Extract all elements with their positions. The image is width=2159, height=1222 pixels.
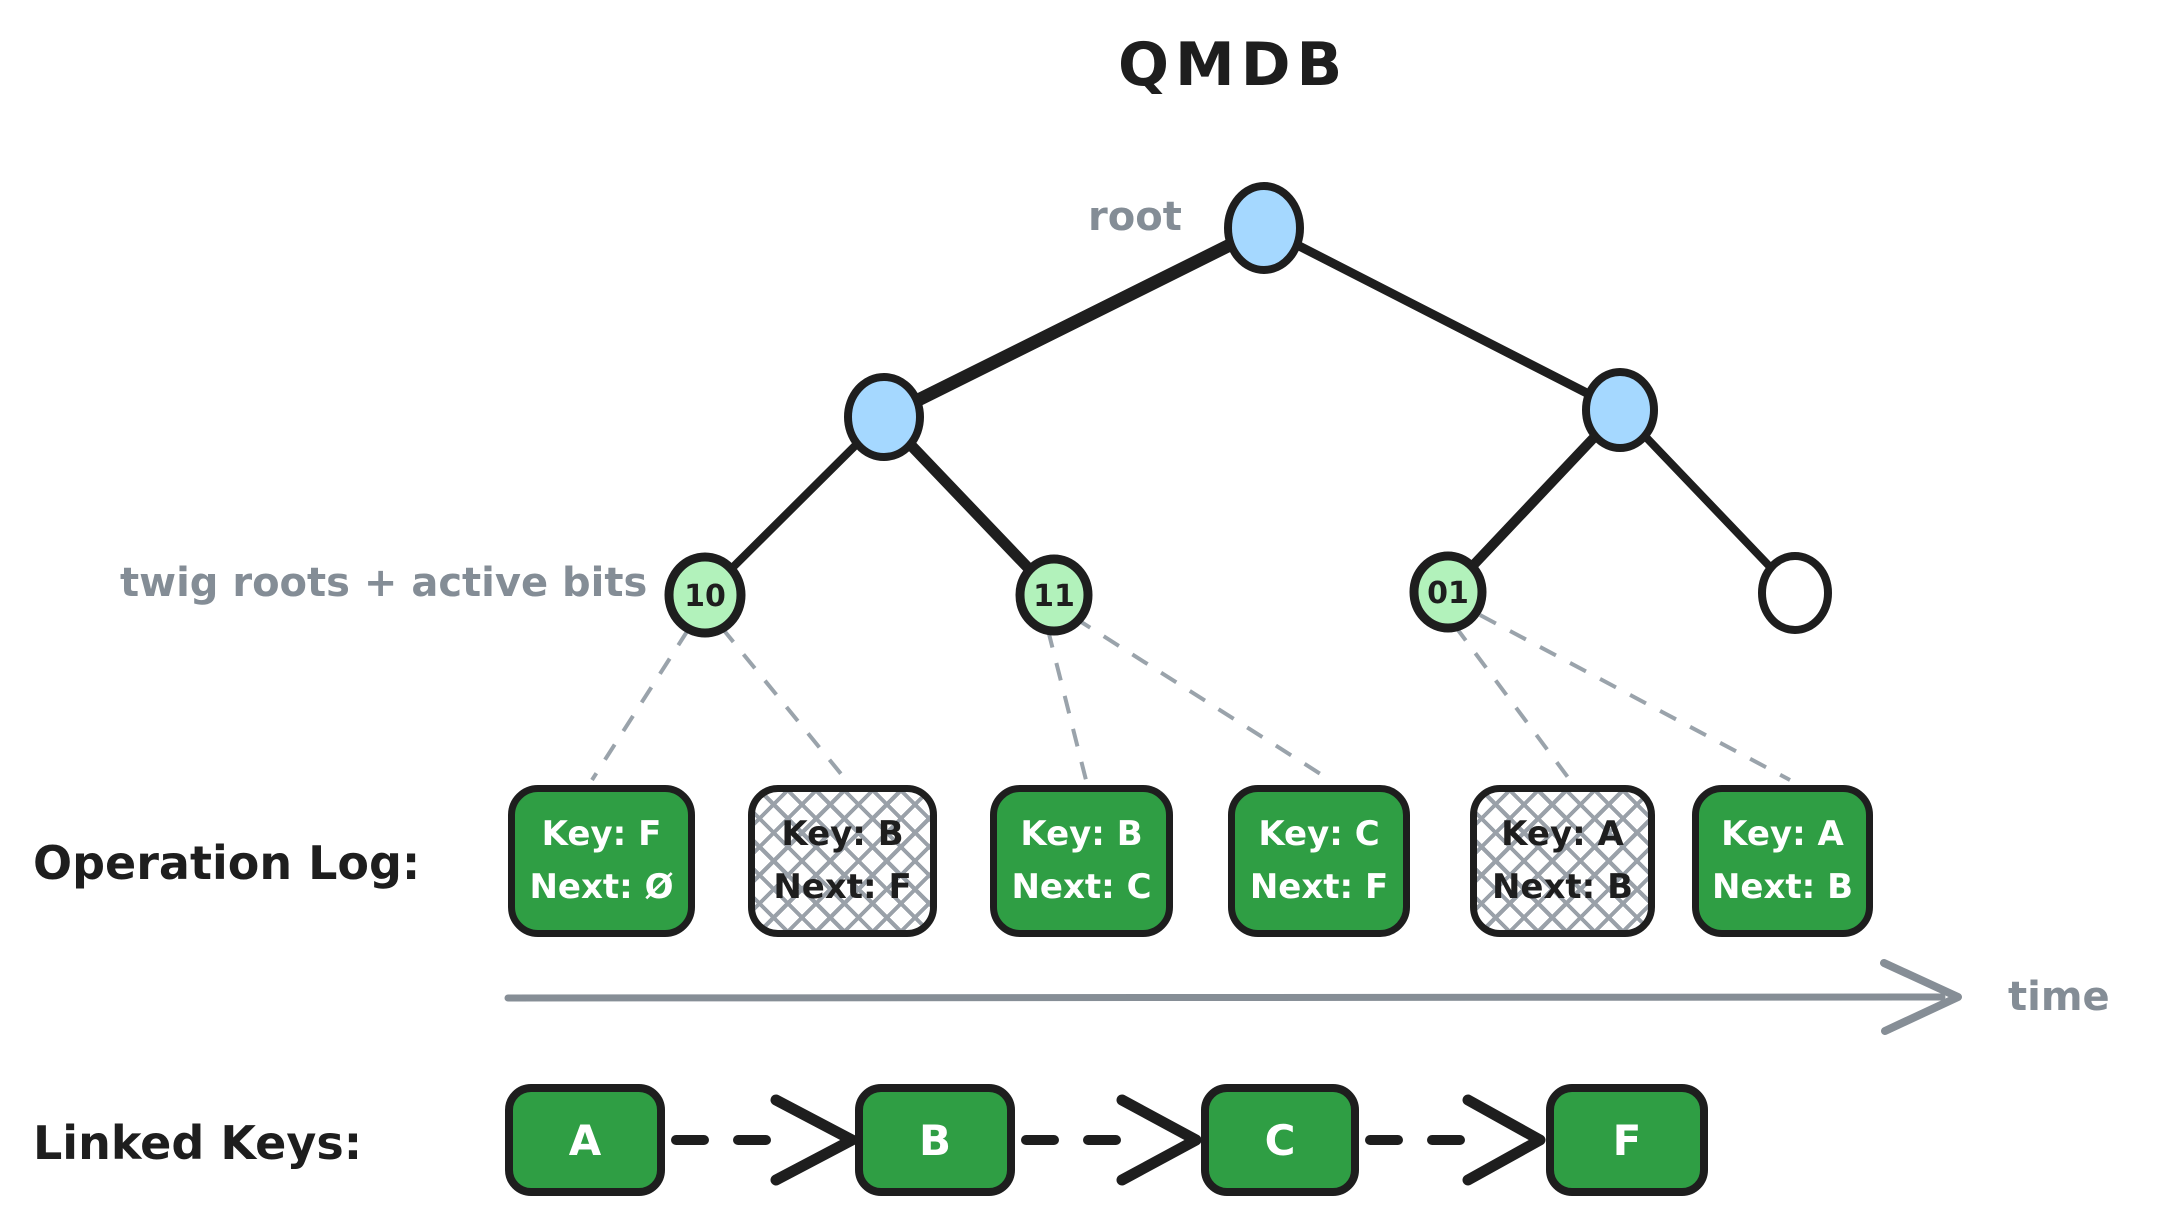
twig-label-10: 10 bbox=[684, 579, 726, 614]
edge-root-left bbox=[877, 221, 1271, 424]
edge-right-01 bbox=[1443, 405, 1625, 597]
connector-01-entry6 bbox=[1479, 613, 1791, 782]
twig-label-01: 01 bbox=[1427, 576, 1469, 611]
twig-roots-caption: twig roots + active bits bbox=[120, 560, 648, 606]
arrow-c-f-head bbox=[1462, 1094, 1546, 1186]
linked-key-label: F bbox=[1612, 1115, 1642, 1165]
oplog-entry: Key: B Next: F bbox=[748, 785, 937, 937]
oplog-entry-next: Next: B bbox=[1711, 867, 1854, 907]
oplog-entry: Key: F Next: Ø bbox=[508, 785, 695, 937]
linked-key-label: C bbox=[1264, 1115, 1296, 1165]
oplog-entry-next: Next: F bbox=[773, 867, 912, 907]
twig-node-10 bbox=[664, 552, 746, 638]
oplog-entry: Key: A Next: B bbox=[1470, 785, 1655, 937]
linked-key-label: A bbox=[568, 1115, 602, 1165]
linked-keys-label: Linked Keys: bbox=[33, 1116, 363, 1170]
connector-10-entry1 bbox=[590, 628, 690, 782]
twig-bit-labels: 10 11 01 bbox=[684, 576, 1469, 614]
oplog-entry-key: Key: F bbox=[541, 813, 662, 854]
oplog-entry: Key: C Next: F bbox=[1228, 785, 1410, 937]
connector-11-entry3 bbox=[1046, 629, 1088, 781]
edge-left-10 bbox=[701, 413, 888, 599]
root-node bbox=[1224, 182, 1304, 274]
connector-10-entry2 bbox=[720, 626, 848, 782]
page-title: QMDB bbox=[1118, 30, 1349, 100]
internal-node-right bbox=[1582, 368, 1658, 452]
time-label: time bbox=[2008, 974, 2110, 1020]
oplog-entry-next: Next: C bbox=[1011, 867, 1152, 907]
oplog-entry: Key: B Next: C bbox=[990, 785, 1173, 937]
linked-key-arrows bbox=[671, 1094, 1546, 1186]
arrow-a-b-head bbox=[770, 1094, 858, 1186]
arrow-b-c-head bbox=[1116, 1094, 1202, 1186]
linked-key-box: F bbox=[1546, 1084, 1708, 1196]
linked-key-label: B bbox=[918, 1115, 951, 1165]
linked-key-box: B bbox=[855, 1084, 1015, 1196]
twig-node-empty bbox=[1758, 552, 1832, 634]
oplog-entry-key: Key: A bbox=[1721, 813, 1844, 854]
twig-to-log-connectors bbox=[590, 613, 1791, 782]
oplog-entry-next: Next: F bbox=[1249, 867, 1389, 907]
time-arrow bbox=[504, 959, 1962, 1035]
oplog-entry: Key: A Next: B bbox=[1692, 785, 1873, 937]
oplog-entry-key: Key: B bbox=[781, 813, 904, 854]
oplog-entry-next: Next: B bbox=[1491, 867, 1634, 907]
root-label: root bbox=[1088, 194, 1182, 240]
oplog-entry-next: Next: Ø bbox=[529, 867, 674, 907]
connector-11-entry4 bbox=[1073, 616, 1332, 782]
time-arrow-shaft bbox=[504, 993, 1946, 1002]
oplog-entry-key: Key: A bbox=[1501, 813, 1624, 854]
linked-key-box: A bbox=[505, 1084, 665, 1196]
edge-right-empty bbox=[1616, 406, 1799, 597]
internal-node-left bbox=[844, 373, 924, 461]
connector-01-entry5 bbox=[1453, 624, 1572, 782]
twig-node-11 bbox=[1015, 554, 1093, 636]
oplog-entry-key: Key: C bbox=[1258, 813, 1380, 854]
edge-root-right bbox=[1259, 223, 1625, 415]
time-arrow-head bbox=[1880, 959, 1962, 1035]
linked-key-box: C bbox=[1201, 1084, 1359, 1196]
oplog-entry-key: Key: B bbox=[1020, 813, 1143, 854]
twig-label-11: 11 bbox=[1033, 579, 1075, 614]
twig-node-01 bbox=[1409, 551, 1487, 633]
operation-log-label: Operation Log: bbox=[33, 836, 421, 890]
